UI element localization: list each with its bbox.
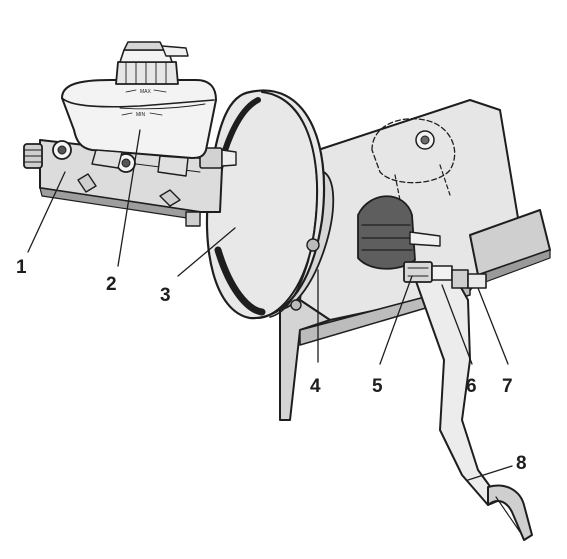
callout-numbers: 1 2 3 4 5 6 7 8 — [16, 257, 527, 474]
callout-8: 8 — [516, 453, 527, 474]
callout-4: 4 — [310, 376, 321, 397]
stoplight-switch — [403, 261, 487, 289]
leader-line — [117, 129, 141, 267]
leader-line — [27, 171, 66, 253]
reservoir-max-mark: MAX — [140, 89, 152, 95]
leader-lines — [27, 129, 513, 481]
callout-7: 7 — [502, 376, 513, 397]
leader-line — [467, 465, 513, 481]
fluid-reservoir: MAX MIN — [61, 79, 217, 177]
reservoir-min-mark: MIN — [136, 112, 146, 118]
leader-line — [177, 227, 236, 277]
callout-1: 1 — [16, 257, 27, 278]
leader-line — [441, 284, 473, 365]
leader-line — [477, 287, 509, 365]
pushrod-boot — [357, 195, 441, 270]
reservoir-cap — [115, 41, 189, 85]
callout-2: 2 — [106, 274, 117, 295]
callout-3: 3 — [160, 285, 171, 306]
callout-6: 6 — [466, 376, 477, 397]
leader-line — [379, 275, 413, 365]
callout-5: 5 — [372, 376, 383, 397]
brake-pedal — [411, 267, 533, 541]
